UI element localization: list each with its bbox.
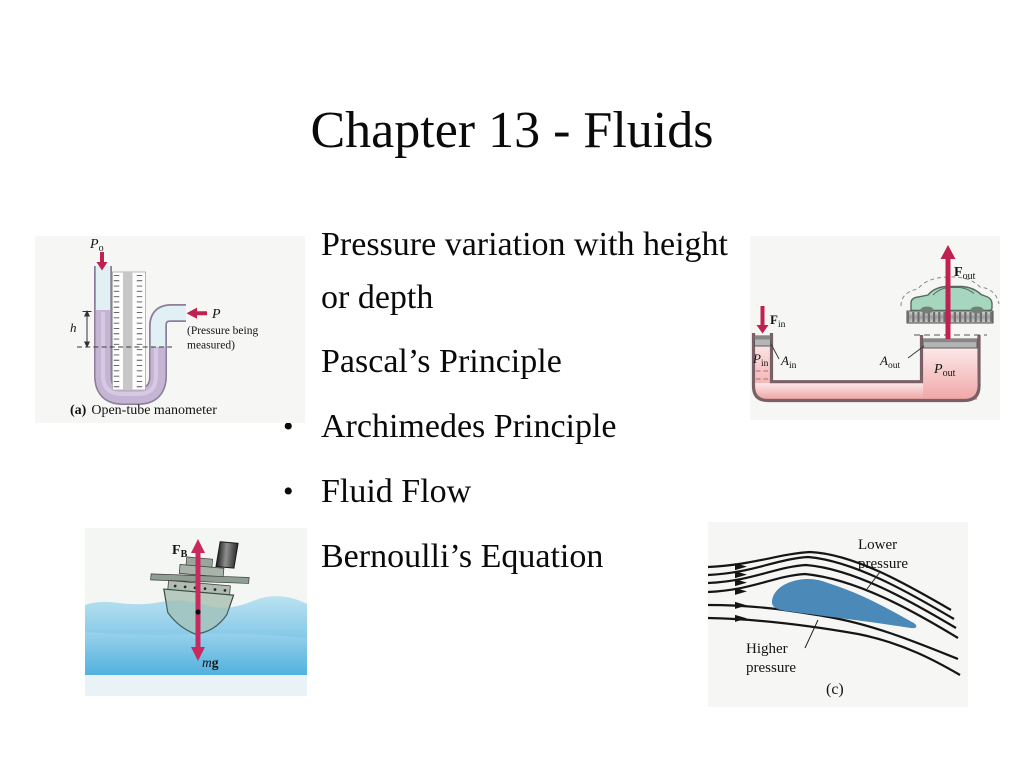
vessel-inner-wall <box>769 333 924 384</box>
streamline <box>708 603 959 661</box>
po-arrow-down-icon <box>96 252 108 271</box>
flow-arrow-icon <box>735 563 747 571</box>
manometer-diagram: h Po P (Pressure being measured) (a)Open… <box>35 236 305 423</box>
boat-arrows <box>191 539 205 661</box>
a-out-pointer-line <box>907 345 925 359</box>
fluid-right-column <box>923 348 977 400</box>
bullet-list: • Pressure variation with height or dept… <box>283 219 735 596</box>
p-out-label: Pout <box>933 362 956 379</box>
f-out-arrow-up-icon <box>940 245 956 339</box>
flow-arrow-icon <box>735 601 747 609</box>
hydraulic-fluid <box>755 340 977 400</box>
page-title: Chapter 13 - Fluids <box>310 101 714 159</box>
fluid-channel <box>755 383 977 399</box>
airfoil-caption: (c) <box>826 681 844 698</box>
p-label: P <box>211 307 221 322</box>
airfoil-shape <box>772 579 917 629</box>
lower-pressure-pointer-line <box>866 571 881 590</box>
streamline <box>708 563 957 629</box>
buoyancy-diagram: FB mg <box>85 528 307 696</box>
figure-hydraulic-lift: Fin Pin Ain Fout Aout Pout <box>750 236 1000 420</box>
streamline <box>708 555 955 620</box>
p-in-label: Pin <box>752 351 769 369</box>
bullet-item: • Fluid Flow <box>283 466 735 519</box>
higher-pressure-pointer-line <box>804 619 819 649</box>
flow-arrow-icon <box>735 579 747 587</box>
airfoil-diagram: Lower pressure Higher pressure (c) <box>708 522 968 707</box>
buoyancy-label: FB <box>172 543 188 560</box>
car-body <box>910 285 993 312</box>
bullet-item: • Pascal’s Principle <box>283 336 735 389</box>
bullet-item: • Pressure variation with height or dept… <box>283 219 735 324</box>
porthole <box>223 588 227 592</box>
streamlines <box>708 550 961 676</box>
ruler-stripe <box>123 272 133 390</box>
bullet-item: • Archimedes Principle <box>283 401 735 454</box>
input-piston-band <box>754 336 771 340</box>
higher-pressure-label-line1: Higher <box>746 641 788 657</box>
bullet-text: Pressure variation with height or depth <box>321 226 728 316</box>
bullet-item: • Bernoulli’s Equation <box>283 531 735 584</box>
car-wheel <box>920 306 934 314</box>
flow-arrow-icon <box>735 587 747 595</box>
p-arrow-left-icon <box>186 307 207 319</box>
bullet-text: Archimedes Principle <box>321 408 617 446</box>
po-label: Po <box>89 237 104 254</box>
f-out-label: Fout <box>954 265 976 282</box>
figure-open-tube-manometer: h Po P (Pressure being measured) (a)Open… <box>35 236 305 423</box>
figure-floating-boat: FB mg <box>85 528 307 696</box>
streamline <box>708 572 959 639</box>
porthole <box>203 587 207 591</box>
smokestack <box>215 541 239 569</box>
streamline <box>708 616 961 676</box>
car-wheel <box>970 306 984 314</box>
f-in-arrow-down-icon <box>756 306 769 334</box>
lower-pressure-label-line1: Lower <box>858 537 897 553</box>
weight-label: mg <box>202 655 219 670</box>
bullet-text: Fluid Flow <box>321 472 472 510</box>
a-in-pointer-line <box>770 343 780 360</box>
higher-pressure-label-line2: pressure <box>746 660 796 676</box>
h-arrow-up-icon <box>84 310 90 317</box>
water-bottom-strip <box>85 675 307 696</box>
bullet-text: Pascal’s Principle <box>321 343 562 381</box>
f-in-label: Fin <box>770 312 786 330</box>
liquid-highlight <box>101 312 158 396</box>
pressure-note-line2: measured) <box>187 340 235 352</box>
lower-pressure-label-line2: pressure <box>858 556 908 572</box>
bullet-text: Bernoulli’s Equation <box>321 537 604 575</box>
bullet-marker: • <box>283 410 294 444</box>
porthole <box>183 585 187 589</box>
a-out-label: Aout <box>879 353 900 371</box>
h-arrow-down-icon <box>84 341 90 348</box>
manometer-caption: (a)Open-tube manometer <box>70 403 217 418</box>
car-window-line <box>932 287 975 296</box>
weight-arrow-down-icon <box>191 612 205 661</box>
streamline <box>708 550 952 611</box>
porthole <box>173 584 177 588</box>
porthole <box>213 588 217 591</box>
flow-arrow-icon <box>735 571 747 579</box>
vessel-outer-wall <box>751 333 981 403</box>
buoyancy-arrow-up-icon <box>191 539 205 612</box>
flow-arrow-icon <box>735 614 747 622</box>
center-of-mass-dot <box>195 609 201 615</box>
streamline-arrowheads <box>735 563 747 622</box>
figure-airfoil-streamlines: Lower pressure Higher pressure (c) <box>708 522 968 707</box>
output-piston-band <box>923 339 977 343</box>
bullet-marker: • <box>283 474 294 508</box>
manometer-arrows <box>96 252 207 319</box>
panel-background <box>35 236 305 423</box>
upper-deck <box>178 563 225 578</box>
h-label: h <box>70 320 77 335</box>
a-in-label: Ain <box>780 353 797 371</box>
hydraulic-arrows <box>756 245 956 339</box>
hydraulic-lift-diagram: Fin Pin Ain Fout Aout Pout <box>750 236 1000 420</box>
pressure-note-line1: (Pressure being <box>187 325 258 337</box>
